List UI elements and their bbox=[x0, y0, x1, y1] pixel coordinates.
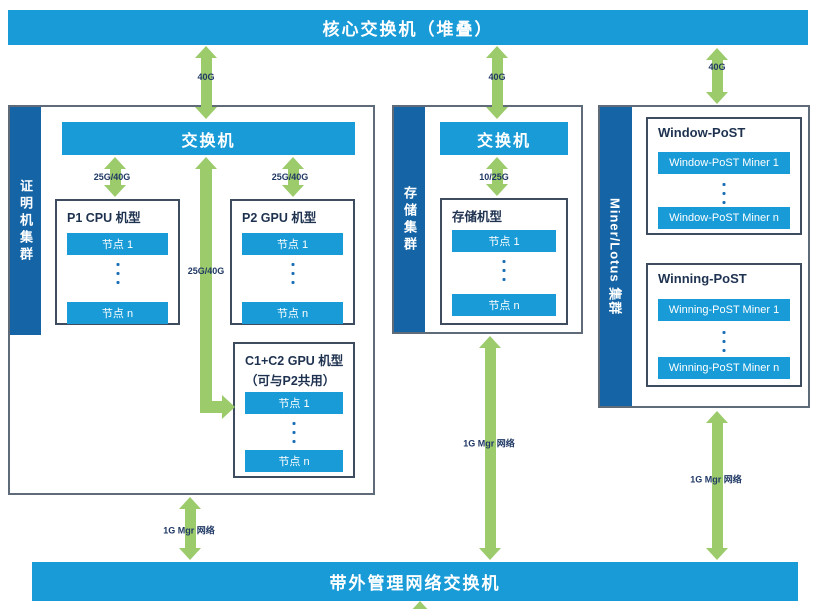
machine-title-c1c2: C1+C2 GPU 机型 bbox=[245, 354, 344, 368]
machine-title-window-post: Window-PoST bbox=[658, 125, 746, 140]
storage-cluster-label: 存储集群 bbox=[402, 185, 417, 254]
ellipsis-dots-icon bbox=[502, 260, 506, 281]
storage-switch-bar: 交换机 bbox=[440, 122, 568, 155]
arrow-switch-to-storage-nodes bbox=[486, 157, 508, 196]
link-label-switch-c1c2: 25G/40G bbox=[187, 266, 225, 276]
node-bar-first: 节点 1 bbox=[452, 230, 556, 252]
arrow-core-to-storage bbox=[486, 46, 508, 119]
arrow-switch-to-c1c2-vertical bbox=[200, 168, 212, 413]
link-label-storage-nodes: 10/25G bbox=[479, 172, 509, 182]
proof-cluster-label: 证明机集群 bbox=[18, 178, 33, 264]
machine-box-c1c2: C1+C2 GPU 机型 （可与P2共用） 节点 1 节点 n bbox=[233, 342, 355, 478]
machine-title-p2: P2 GPU 机型 bbox=[242, 211, 317, 225]
arrow-core-to-miner bbox=[706, 48, 728, 104]
node-bar-first: 节点 1 bbox=[245, 392, 343, 414]
machine-title-storage: 存储机型 bbox=[452, 210, 503, 224]
miner-cluster-label: Miner/Lotus 集群 bbox=[607, 197, 623, 316]
link-label-switch-p1: 25G/40G bbox=[93, 172, 131, 182]
ellipsis-dots-icon bbox=[722, 183, 726, 204]
machine-box-storage: 存储机型 节点 1 节点 n bbox=[440, 198, 568, 325]
node-bar-last: 节点 n bbox=[67, 302, 168, 324]
arrow-switch-to-p1 bbox=[104, 157, 126, 197]
ellipsis-dots-icon bbox=[722, 331, 726, 352]
node-bar-last: Window-PoST Miner n bbox=[658, 207, 790, 229]
ellipsis-dots-icon bbox=[292, 422, 296, 443]
proof-cluster-strip: 证明机集群 bbox=[10, 107, 41, 335]
core-switch-label: 核心交换机（堆叠） bbox=[322, 20, 494, 39]
ellipsis-dots-icon bbox=[116, 263, 119, 284]
link-label-core-miner: 40G bbox=[708, 62, 726, 72]
node-bar-last: 节点 n bbox=[452, 294, 556, 316]
arrow-switch-to-c1c2-head-up bbox=[195, 157, 217, 169]
arrow-switch-to-p2 bbox=[282, 157, 304, 197]
oob-switch-label: 带外管理网络交换机 bbox=[329, 574, 501, 593]
node-bar-first: Window-PoST Miner 1 bbox=[658, 152, 790, 174]
link-label-core-proof: 40G bbox=[197, 72, 215, 82]
link-label-proof-mgmt: 1G Mgr 网络 bbox=[163, 525, 215, 536]
node-bar-first: 节点 1 bbox=[67, 233, 168, 255]
machine-box-winning-post: Winning-PoST Winning-PoST Miner 1 Winnin… bbox=[646, 263, 802, 387]
oob-switch-bar: 带外管理网络交换机 bbox=[32, 562, 798, 601]
storage-cluster-strip: 存储集群 bbox=[394, 107, 425, 332]
node-bar-last: Winning-PoST Miner n bbox=[658, 357, 790, 379]
proof-switch-label: 交换机 bbox=[181, 132, 236, 150]
link-label-storage-mgmt: 1G Mgr 网络 bbox=[463, 438, 515, 449]
machine-subtitle-c1c2: （可与P2共用） bbox=[245, 374, 336, 388]
machine-title-winning-post: Winning-PoST bbox=[658, 271, 747, 286]
arrow-core-to-proof bbox=[195, 46, 217, 119]
proof-switch-bar: 交换机 bbox=[62, 122, 355, 155]
link-label-miner-mgmt: 1G Mgr 网络 bbox=[690, 474, 742, 485]
core-switch-bar: 核心交换机（堆叠） bbox=[8, 10, 808, 45]
bottom-cutoff-arrow-icon bbox=[409, 601, 431, 609]
node-bar-last: 节点 n bbox=[242, 302, 343, 324]
arrow-switch-to-c1c2-horizontal bbox=[200, 401, 222, 413]
storage-switch-label: 交换机 bbox=[476, 132, 531, 150]
node-bar-first: Winning-PoST Miner 1 bbox=[658, 299, 790, 321]
miner-cluster-strip: Miner/Lotus 集群 bbox=[600, 107, 632, 406]
arrow-switch-to-c1c2-head-right bbox=[222, 395, 235, 419]
ellipsis-dots-icon bbox=[291, 263, 294, 284]
machine-box-p2: P2 GPU 机型 节点 1 节点 n bbox=[230, 199, 355, 325]
arrow-miner-to-mgmt bbox=[706, 411, 728, 560]
link-label-switch-p2: 25G/40G bbox=[271, 172, 309, 182]
machine-box-window-post: Window-PoST Window-PoST Miner 1 Window-P… bbox=[646, 117, 802, 235]
link-label-core-storage: 40G bbox=[488, 72, 506, 82]
machine-box-p1: P1 CPU 机型 节点 1 节点 n bbox=[55, 199, 180, 325]
arrow-storage-to-mgmt bbox=[479, 336, 501, 560]
node-bar-first: 节点 1 bbox=[242, 233, 343, 255]
machine-title-p1: P1 CPU 机型 bbox=[67, 211, 141, 225]
node-bar-last: 节点 n bbox=[245, 450, 343, 472]
arrow-proof-to-mgmt bbox=[179, 497, 201, 560]
